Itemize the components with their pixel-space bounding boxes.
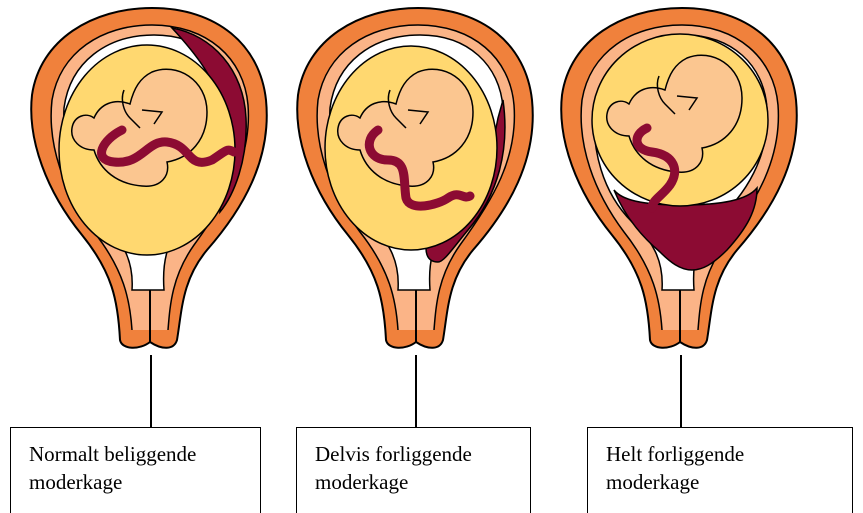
label-line-1: Helt forliggende [606, 440, 852, 468]
uterus-illustration-partial-previa [288, 0, 538, 360]
label-line-1: Normalt beliggende [29, 440, 260, 468]
connector-line [680, 355, 682, 428]
label-line-1: Delvis forliggende [315, 440, 530, 468]
connector-line [415, 355, 417, 428]
label-line-2: moderkage [29, 468, 260, 496]
label-box-partial: Delvis forliggende moderkage [296, 427, 531, 513]
uterus-illustration-complete-previa [552, 0, 802, 360]
uterus-illustration-normal [22, 0, 272, 360]
label-line-2: moderkage [606, 468, 852, 496]
label-line-2: moderkage [315, 468, 530, 496]
label-box-normal: Normalt beliggende moderkage [10, 427, 261, 513]
connector-line [150, 355, 152, 428]
label-box-complete: Helt forliggende moderkage [587, 427, 853, 513]
